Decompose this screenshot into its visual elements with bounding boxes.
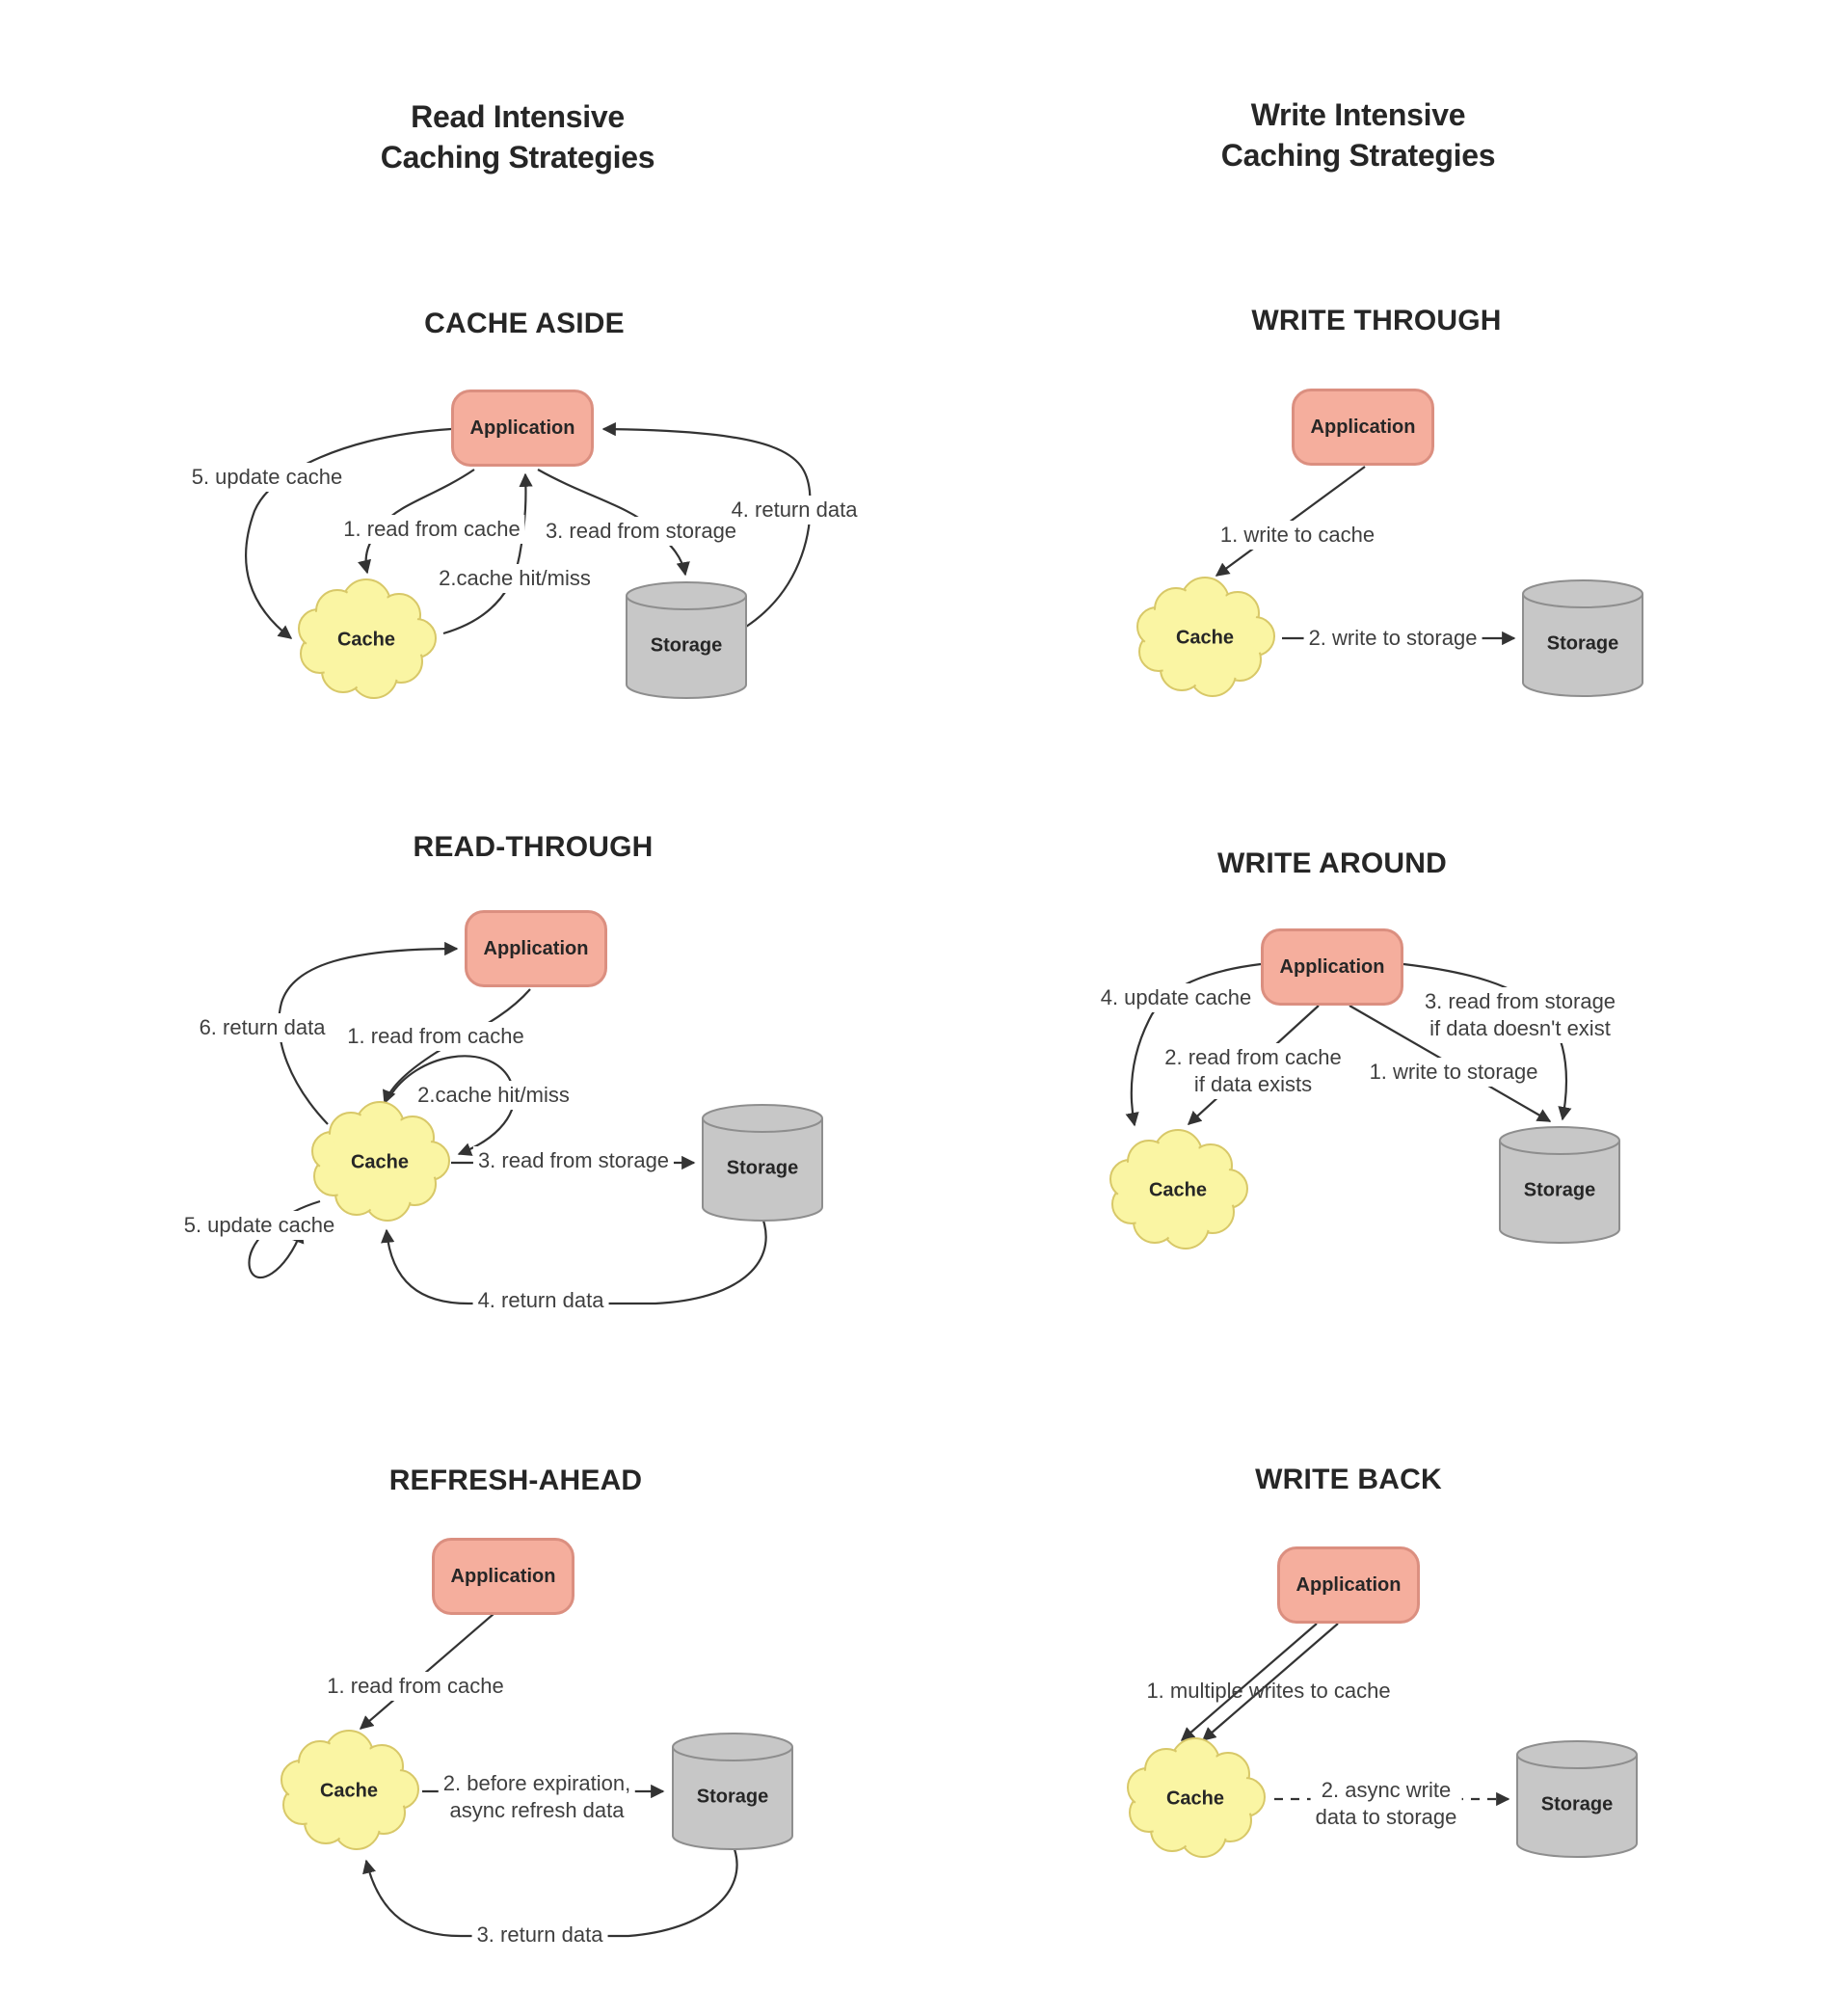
column-header-write-intensive: Write Intensive Caching Strategies <box>1220 97 1496 173</box>
edge-label-3-read-from-storage: 3. read from storage <box>472 1146 675 1175</box>
application-box: Application <box>465 910 607 987</box>
storage-label: Storage <box>696 1786 769 1808</box>
shapes-layer <box>280 577 1643 1858</box>
panel-title-write-around: WRITE AROUND <box>1217 847 1447 879</box>
read-through-arrow-2-cache-hit-miss <box>388 1055 516 1156</box>
cache-label: Cache <box>1175 627 1235 649</box>
edge-label-6-return-data: 6. return data <box>194 1013 331 1042</box>
edge-label-2-read-from-cache: 2. read from cache if data exists <box>1160 1043 1347 1099</box>
edge-label-5-update-cache: 5. update cache <box>178 1211 340 1240</box>
cache-label: Cache <box>319 1780 379 1802</box>
panel-title-read-through: READ-THROUGH <box>413 831 654 863</box>
cache-label: Cache <box>350 1151 410 1173</box>
cache-label: Cache <box>1165 1788 1225 1810</box>
storage-label: Storage <box>726 1157 799 1179</box>
read-through-arrow-4-return-data <box>381 1220 767 1305</box>
application-box: Application <box>432 1538 574 1615</box>
application-box: Application <box>451 390 594 467</box>
storage-label: Storage <box>650 634 723 657</box>
application-label: Application <box>1279 955 1385 978</box>
application-label: Application <box>483 937 589 959</box>
edge-label-1-read-from-cache: 1. read from cache <box>342 1022 529 1051</box>
cache-label: Cache <box>336 629 396 651</box>
storage-label: Storage <box>1540 1793 1614 1815</box>
edge-label-1-write-to-storage: 1. write to storage <box>1364 1058 1543 1087</box>
cache-aside-arrow-4-return-data <box>601 421 812 628</box>
cache-label: Cache <box>1148 1179 1208 1201</box>
cache-aside-arrow-2-cache-hit-miss <box>442 472 533 635</box>
panel-title-cache-aside: CACHE ASIDE <box>424 308 625 339</box>
application-box: Application <box>1261 928 1403 1006</box>
edge-label-2-cache-hit-miss: 2.cache hit/miss <box>434 564 596 593</box>
application-label: Application <box>469 417 575 439</box>
panel-title-refresh-ahead: REFRESH-AHEAD <box>388 1465 643 1496</box>
read-through-arrow-1-read-from-cache <box>383 988 531 1105</box>
application-label: Application <box>1310 416 1416 438</box>
edge-label-4-return-data: 4. return data <box>726 496 863 524</box>
edge-label-4-update-cache: 4. update cache <box>1095 983 1257 1012</box>
application-box: Application <box>1292 389 1434 466</box>
edge-label-3-read-from-storage: 3. read from storage <box>540 517 742 546</box>
write-back-arrow-1-multiple-writes-b <box>1201 1623 1339 1741</box>
edge-label-2-async-write: 2. async write data to storage <box>1310 1776 1462 1832</box>
write-back-arrow-1-multiple-writes-a <box>1180 1623 1318 1741</box>
arrows-layer <box>244 421 1572 1938</box>
edge-label-2-before-expiration: 2. before expiration, async refresh data <box>438 1769 636 1825</box>
application-box: Application <box>1277 1546 1420 1624</box>
refresh-ahead-arrow-1-read-from-cache <box>359 1613 494 1730</box>
edge-label-3-read-from-storage: 3. read from storage if data doesn't exi… <box>1419 987 1621 1043</box>
read-through-arrow-6-return-data <box>278 941 459 1125</box>
application-label: Application <box>1295 1573 1402 1596</box>
write-around-arrow-4-update-cache <box>1125 962 1262 1127</box>
edge-label-1-multiple-writes: 1. multiple writes to cache <box>1146 1679 1391 1703</box>
edge-label-1-write-to-cache: 1. write to cache <box>1215 521 1380 550</box>
edge-label-3-return-data: 3. return data <box>471 1921 608 1949</box>
edge-label-5-update-cache: 5. update cache <box>186 463 348 492</box>
edge-label-4-return-data: 4. return data <box>472 1286 609 1315</box>
panel-title-write-through: WRITE THROUGH <box>1251 305 1502 336</box>
edge-label-1-read-from-cache: 1. read from cache <box>338 515 525 544</box>
column-header-read-intensive: Read Intensive Caching Strategies <box>380 99 655 175</box>
panel-title-write-back: WRITE BACK <box>1255 1464 1442 1495</box>
storage-label: Storage <box>1523 1179 1596 1201</box>
edge-label-1-read-from-cache: 1. read from cache <box>322 1672 509 1701</box>
edge-label-2-cache-hit-miss: 2.cache hit/miss <box>413 1081 574 1110</box>
refresh-ahead-arrow-3-return-data <box>362 1848 738 1938</box>
application-label: Application <box>450 1565 556 1587</box>
storage-label: Storage <box>1546 632 1619 655</box>
edge-label-2-write-to-storage: 2. write to storage <box>1303 624 1482 653</box>
cache-aside-arrow-5-update-cache <box>244 427 452 639</box>
